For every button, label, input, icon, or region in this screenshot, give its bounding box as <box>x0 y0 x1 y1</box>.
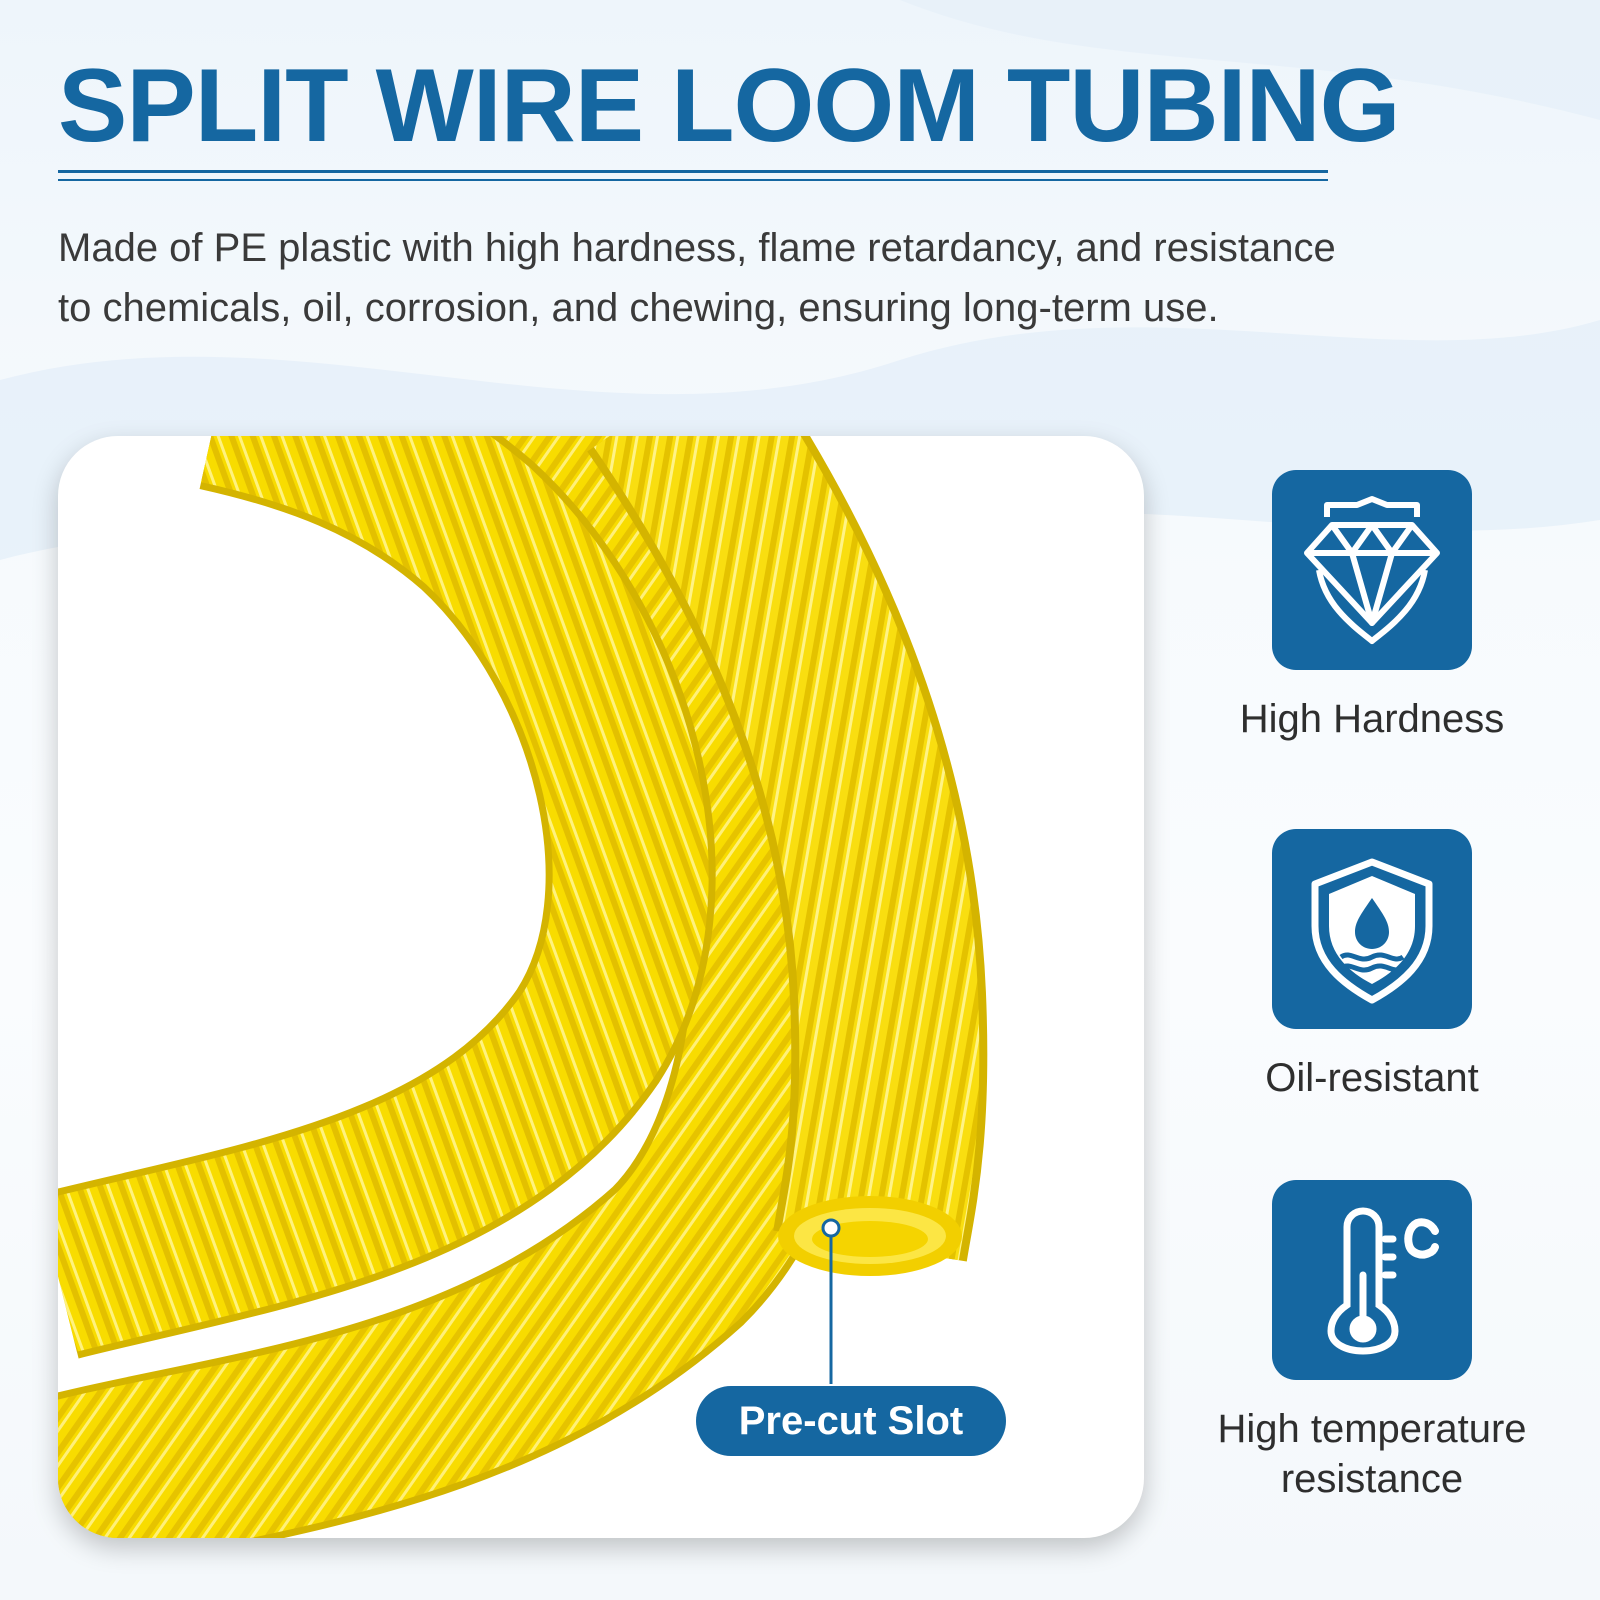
pre-cut-slot-label: Pre-cut Slot <box>696 1386 1006 1456</box>
product-description: Made of PE plastic with high hardness, f… <box>58 226 1336 330</box>
feature-oil-resistant: Oil-resistant <box>1162 829 1582 1103</box>
feature-tile <box>1272 1180 1472 1380</box>
feature-high-temperature-resistance: High temperature resistance <box>1162 1180 1582 1504</box>
callout-dot <box>821 1218 841 1238</box>
feature-label: High temperature resistance <box>1217 1407 1527 1501</box>
yellow-tube-illustration <box>58 436 988 1538</box>
feature-label: High Hardness <box>1239 697 1505 741</box>
feature-tile <box>1272 829 1472 1029</box>
product-photo <box>58 436 1144 1538</box>
diamond-shield-icon <box>1304 496 1440 644</box>
feature-high-hardness: High Hardness <box>1162 470 1582 744</box>
oil-drop-shield-icon <box>1311 858 1433 1004</box>
thermometer-celsius-icon <box>1327 1207 1439 1355</box>
title-underline <box>58 170 1328 181</box>
feature-label: Oil-resistant <box>1265 1056 1479 1100</box>
feature-tile <box>1272 470 1472 670</box>
page-title: SPLIT WIRE LOOM TUBING <box>58 48 1400 164</box>
